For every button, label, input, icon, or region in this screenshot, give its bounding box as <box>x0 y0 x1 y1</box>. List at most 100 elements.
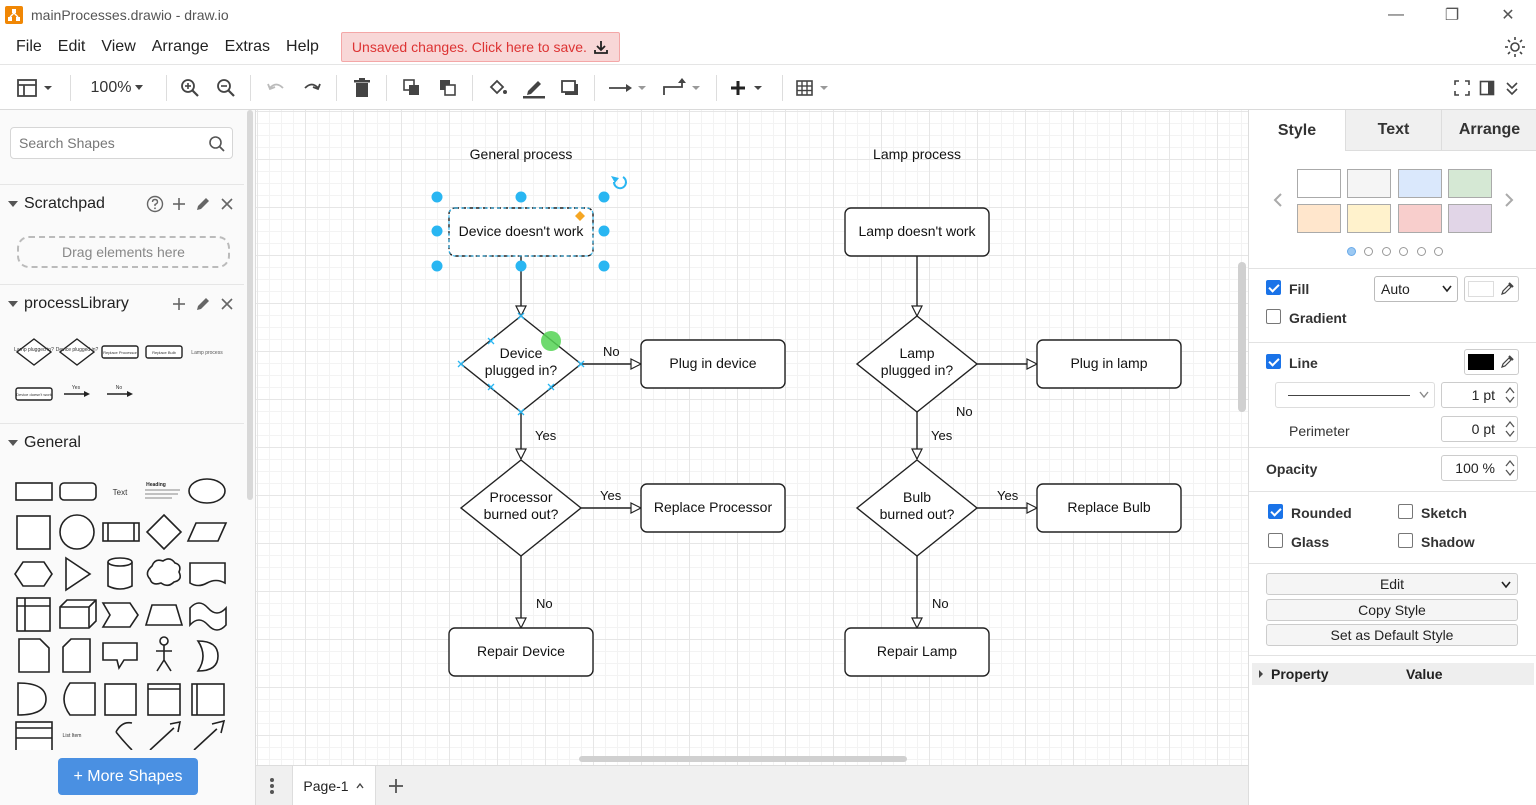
collapse-toolbar-button[interactable] <box>1502 72 1522 104</box>
swatch-page-dot-4[interactable] <box>1399 247 1408 256</box>
shape-internal-storage[interactable] <box>16 597 51 632</box>
node-lamp-end[interactable] <box>844 627 990 677</box>
delete-button[interactable] <box>350 72 374 104</box>
edge-label-general-yes1[interactable]: Yes <box>535 428 557 443</box>
diagram-canvas[interactable]: General process Lamp process Device does… <box>256 110 1248 765</box>
shape-textbox[interactable] <box>145 489 180 499</box>
shape-heading[interactable]: Heading <box>146 482 166 488</box>
shape-curly-connector[interactable] <box>115 721 133 750</box>
zoom-in-button[interactable] <box>178 72 202 104</box>
line-checkbox[interactable] <box>1266 354 1281 369</box>
shadow-checkbox[interactable] <box>1398 533 1413 548</box>
library-shape-device-decision[interactable]: Device plugged in? <box>56 338 99 366</box>
fill-mode-select[interactable]: Auto <box>1374 276 1458 302</box>
waypoints-button[interactable] <box>660 72 704 104</box>
style-swatch-3[interactable] <box>1398 169 1442 198</box>
node-general-decision2[interactable] <box>459 459 583 557</box>
help-icon[interactable] <box>146 195 164 213</box>
swatch-page-dot-6[interactable] <box>1434 247 1443 256</box>
set-default-style-button[interactable]: Set as Default Style <box>1266 624 1518 646</box>
shape-step[interactable] <box>101 602 139 628</box>
general-header[interactable]: General <box>0 423 244 461</box>
shape-triangle[interactable] <box>65 556 92 592</box>
opacity-input[interactable]: 100 % <box>1441 455 1518 481</box>
shape-process[interactable] <box>102 522 140 542</box>
library-shape-no-arrow[interactable]: No <box>107 385 133 397</box>
menu-help[interactable]: Help <box>286 38 319 55</box>
library-shape-lamp-process-title[interactable]: Lamp process <box>191 350 223 356</box>
unsaved-changes-button[interactable]: Unsaved changes. Click here to save. <box>340 32 620 62</box>
spinner-icon[interactable] <box>1505 419 1515 439</box>
shape-container[interactable] <box>147 683 181 716</box>
shape-callout[interactable] <box>102 642 138 671</box>
library-shape-device-start[interactable]: Device doesn't work <box>15 387 53 401</box>
shape-trapezoid[interactable] <box>144 604 184 626</box>
shape-delay[interactable] <box>17 682 47 716</box>
canvas-horizontal-scrollbar[interactable] <box>579 756 907 762</box>
spinner-icon[interactable] <box>1505 458 1515 478</box>
toggle-format-panel-button[interactable] <box>1477 72 1497 104</box>
shadow-button[interactable] <box>558 72 582 104</box>
lamp-process-title[interactable]: Lamp process <box>873 146 961 162</box>
shape-data-storage[interactable] <box>63 682 96 716</box>
edge-label-lamp-no1[interactable]: No <box>956 404 973 419</box>
eyedropper-icon[interactable] <box>1500 355 1514 369</box>
line-color-button[interactable] <box>522 72 546 104</box>
edit-pencil-icon[interactable] <box>194 195 212 213</box>
add-icon[interactable] <box>170 295 188 313</box>
shape-cloud[interactable] <box>146 558 181 587</box>
search-icon[interactable] <box>208 135 226 153</box>
add-page-icon[interactable] <box>386 776 406 796</box>
scratchpad-drop-zone[interactable]: Drag elements here <box>17 236 230 268</box>
style-swatch-7[interactable] <box>1398 204 1442 233</box>
tab-text[interactable]: Text <box>1345 110 1441 151</box>
shape-parallelogram[interactable] <box>186 522 228 542</box>
node-lamp-decision1[interactable] <box>855 315 979 413</box>
shape-vertical-container[interactable] <box>191 683 225 716</box>
edit-style-dropdown[interactable]: Edit <box>1266 573 1518 595</box>
scratchpad-header[interactable]: Scratchpad <box>0 184 244 222</box>
zoom-out-button[interactable] <box>214 72 238 104</box>
shape-card[interactable] <box>62 638 91 673</box>
fill-color-picker[interactable] <box>1464 276 1519 302</box>
to-front-button[interactable] <box>400 72 424 104</box>
rounded-checkbox[interactable] <box>1268 504 1283 519</box>
shape-circle[interactable] <box>59 514 95 550</box>
glass-checkbox[interactable] <box>1268 533 1283 548</box>
style-swatch-5[interactable] <box>1297 204 1341 233</box>
chevron-right-icon[interactable] <box>1502 192 1516 208</box>
swatch-page-dot-2[interactable] <box>1364 247 1373 256</box>
library-shape-replace-processor[interactable]: Replace Processor <box>101 345 139 359</box>
close-button[interactable]: ✕ <box>1480 0 1536 30</box>
page-tab-1[interactable]: Page-1 <box>292 766 376 805</box>
shape-double-arrow[interactable] <box>149 720 182 750</box>
process-library-header[interactable]: processLibrary <box>0 284 244 322</box>
shape-cylinder[interactable] <box>107 557 133 590</box>
shape-diamond[interactable] <box>145 513 183 551</box>
insert-button[interactable] <box>726 72 770 104</box>
close-icon[interactable] <box>218 295 236 313</box>
chevron-up-icon[interactable] <box>355 782 365 790</box>
node-lamp-action1[interactable] <box>1036 339 1182 389</box>
caret-right-icon[interactable] <box>1257 669 1265 679</box>
canvas-vertical-scrollbar[interactable] <box>1238 262 1246 412</box>
format-panel-toggle-button[interactable] <box>14 72 58 104</box>
library-shape-yes-arrow[interactable]: Yes <box>64 385 90 397</box>
node-lamp-action2[interactable] <box>1036 483 1182 533</box>
node-general-end[interactable] <box>448 627 594 677</box>
shape-tape[interactable] <box>189 602 227 631</box>
tab-arrange[interactable]: Arrange <box>1441 110 1536 151</box>
close-icon[interactable] <box>218 195 236 213</box>
connection-style-button[interactable] <box>606 72 650 104</box>
eyedropper-icon[interactable] <box>1500 282 1514 296</box>
shape-cube[interactable] <box>59 599 97 629</box>
shape-square-2[interactable] <box>104 683 137 716</box>
more-shapes-button[interactable]: + More Shapes <box>58 758 198 795</box>
style-swatch-6[interactable] <box>1347 204 1391 233</box>
shape-list[interactable] <box>15 721 53 750</box>
theme-sun-icon[interactable] <box>1504 36 1526 58</box>
table-button[interactable] <box>794 72 838 104</box>
edge-label-lamp-yes1[interactable]: Yes <box>931 428 953 443</box>
corner-radius-handle[interactable] <box>575 211 585 221</box>
zoom-dropdown[interactable]: 100% <box>84 72 154 104</box>
